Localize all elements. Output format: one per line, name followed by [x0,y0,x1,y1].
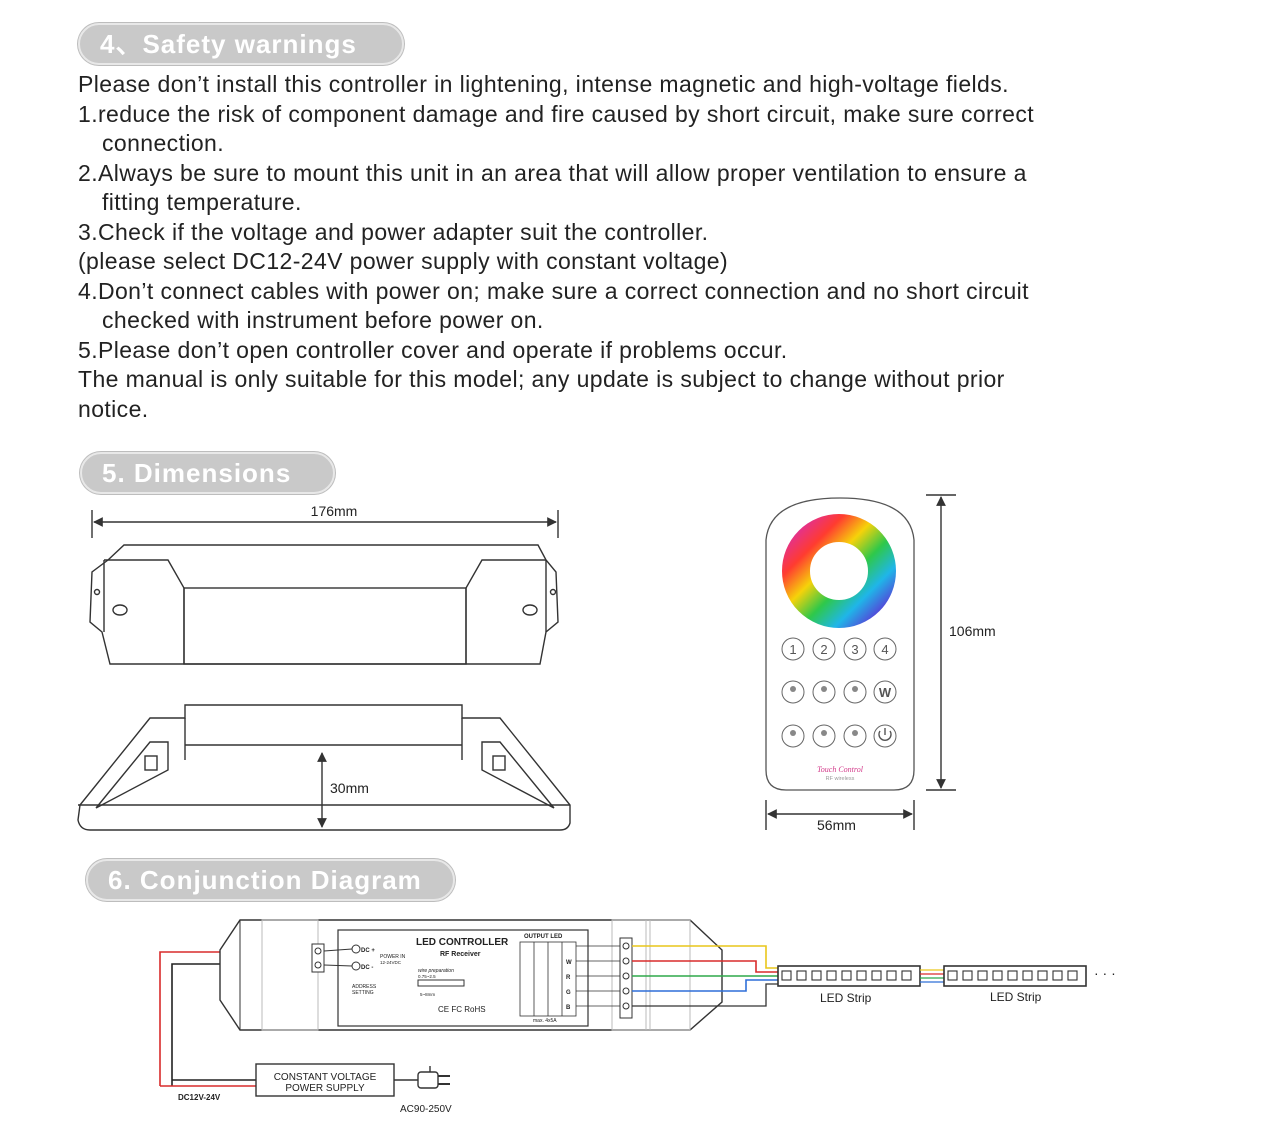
safety-line: 1.reduce the risk of component damage an… [78,100,1035,127]
wire-red [632,960,780,973]
key-4-label: 4 [881,642,888,657]
led-cell [886,970,897,981]
safety-line: Please don’t install this controller in … [78,71,1009,97]
dc-minus-label: DC - [361,965,373,971]
controller-top-view [89,510,559,665]
controller-side-view [77,704,571,831]
led-cell [962,970,973,981]
led-cell [841,970,852,981]
white-button[interactable] [873,680,897,704]
led-cell [811,970,822,981]
output-led-label: OUTPUT LED [524,934,563,940]
remote-control: 1 2 3 4 W Touch Control RF wireless [765,497,915,791]
strip-1-label: LED Strip [820,991,872,1005]
set-icon [790,730,796,736]
ac-label: AC90-250V [400,1104,452,1115]
led-cell [977,970,988,981]
supply-label-2: POWER SUPPLY [285,1083,365,1094]
height-label: 30mm [330,780,369,796]
channel-label: B [566,1005,571,1011]
wire-strip-label: 5~8mm [420,992,435,997]
remote-height-label: 106mm [949,623,996,639]
channel-label: R [566,975,571,981]
key-4-button[interactable] [873,637,897,661]
safety-line: The manual is only suitable for this mod… [78,366,1005,392]
safety-line: 4.Don’t connect cables with power on; ma… [78,277,1029,304]
safety-text: Please don’t install this controller in … [78,70,1163,424]
wire-yellow [632,945,780,969]
section-title-dimensions: 5. Dimensions [80,452,335,494]
led-strip-1 [777,965,921,987]
led-strip-2 [943,965,1087,987]
remote-width-label: 56mm [817,817,856,833]
mode-down-icon [852,730,858,736]
led-cell [1067,970,1078,981]
key-2-label: 2 [820,642,827,657]
power-button[interactable] [873,724,897,748]
address-label: ADDRESS [352,984,377,990]
key-2-button[interactable] [812,637,836,661]
dc-plus-label: DC + [361,948,375,954]
supply-label-1: CONSTANT VOLTAGE [274,1072,377,1083]
max-current-label: max. 4x5A [533,1018,557,1024]
color-wheel-icon [782,514,896,628]
safety-line: 5.Please don’t open controller cover and… [78,336,788,363]
led-cell [947,970,958,981]
safety-line: 2.Always be sure to mount this unit in a… [78,159,1027,186]
brand-subtext: RF wireless [826,776,855,782]
section-title-conjunction: 6. Conjunction Diagram [86,859,455,901]
ac-plug-icon [417,1066,450,1089]
key-3-label: 3 [851,642,858,657]
wire-blue [632,979,780,992]
channel-label: W [566,960,572,966]
key-3-button[interactable] [843,637,867,661]
led-cell [992,970,1003,981]
led-cell [1007,970,1018,981]
power-in-label: POWER IN [380,954,406,960]
controller-title: LED CONTROLLER [416,937,509,948]
controller-subtitle: RF Receiver [440,951,481,958]
led-cell [1052,970,1063,981]
led-cell [781,970,792,981]
channel-label: G [566,990,571,996]
led-cell [1037,970,1048,981]
safety-line: notice. [78,395,149,422]
led-cell [871,970,882,981]
speed-icon [821,686,827,692]
safety-line: fitting temperature. [102,189,302,215]
safety-line: 3.Check if the voltage and power adapter… [78,218,709,245]
led-cell [901,970,912,981]
brand-text: Touch Control [817,765,864,774]
certs-label: CE FC RoHS [438,1005,486,1014]
power-in-range: 12-24VDC [380,960,402,965]
wire-size-label: 0.75~2.5 [418,974,436,979]
safety-line: checked with instrument before power on. [102,307,544,333]
wire-prep-label: wire preparation [418,968,454,974]
led-cell [1022,970,1033,981]
sun-icon [790,686,796,692]
key-1-button[interactable] [781,637,805,661]
led-cell [856,970,867,981]
length-label: 176mm [311,503,358,519]
power-icon [878,728,892,741]
wire-common [632,983,780,1007]
safety-line: connection. [102,130,225,156]
wiring-diagram: LED CONTROLLER RF Receiver DC + DC - POW… [159,919,1116,1115]
led-cell [796,970,807,981]
dc-label: DC12V-24V [178,1093,221,1102]
setting-label: SETTING [352,990,374,996]
key-1-label: 1 [789,642,796,657]
strip-ellipsis: · · · [1094,965,1116,981]
speed-down-icon [821,730,827,736]
safety-line: (please select DC12-24V power supply wit… [78,248,729,274]
led-cell [826,970,837,981]
power-supply-box [255,1063,395,1097]
strip-2-label: LED Strip [990,990,1042,1004]
mode-icon [852,686,858,692]
section-title-safety: 4、Safety warnings [78,23,404,65]
w-key-label: W [879,685,892,700]
